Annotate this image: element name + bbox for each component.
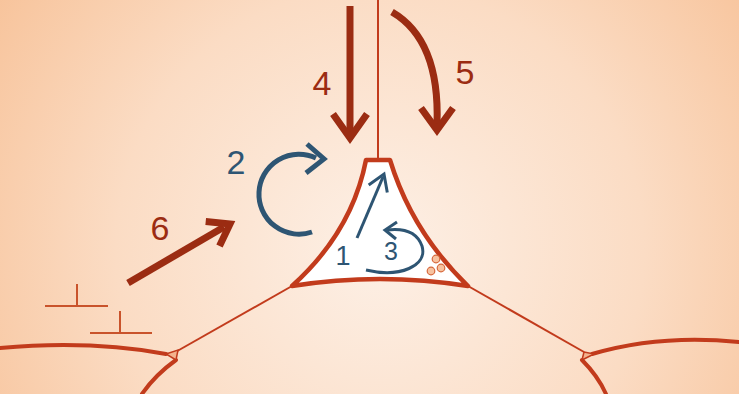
arrow-4-head (333, 114, 367, 138)
arrow-6 (128, 227, 224, 283)
callout-number: 2 (227, 145, 246, 179)
arrow-1-head (369, 174, 388, 193)
vesicles (427, 255, 445, 275)
junction-gaps (166, 350, 594, 360)
callout-number: 4 (313, 66, 332, 100)
red-arrows (128, 6, 453, 283)
arrow-5 (392, 12, 437, 124)
callout-number: 5 (456, 55, 475, 89)
cell-junctions (172, 0, 584, 354)
arrow-2-head (306, 144, 324, 173)
arrow-6-head (206, 222, 230, 246)
callout-number: 6 (151, 211, 170, 245)
callout-number: 3 (384, 239, 398, 264)
cell-borders (0, 340, 739, 394)
arrow-3-head (385, 222, 397, 239)
arrow-4 (347, 6, 354, 134)
blue-arrows (259, 144, 423, 273)
arrow-2 (259, 154, 316, 234)
inhibition-symbols (45, 284, 152, 333)
arrow-1 (357, 177, 383, 238)
callout-number: 1 (335, 243, 350, 270)
intercellular-space (292, 160, 468, 286)
arrow-5-head (421, 108, 453, 130)
